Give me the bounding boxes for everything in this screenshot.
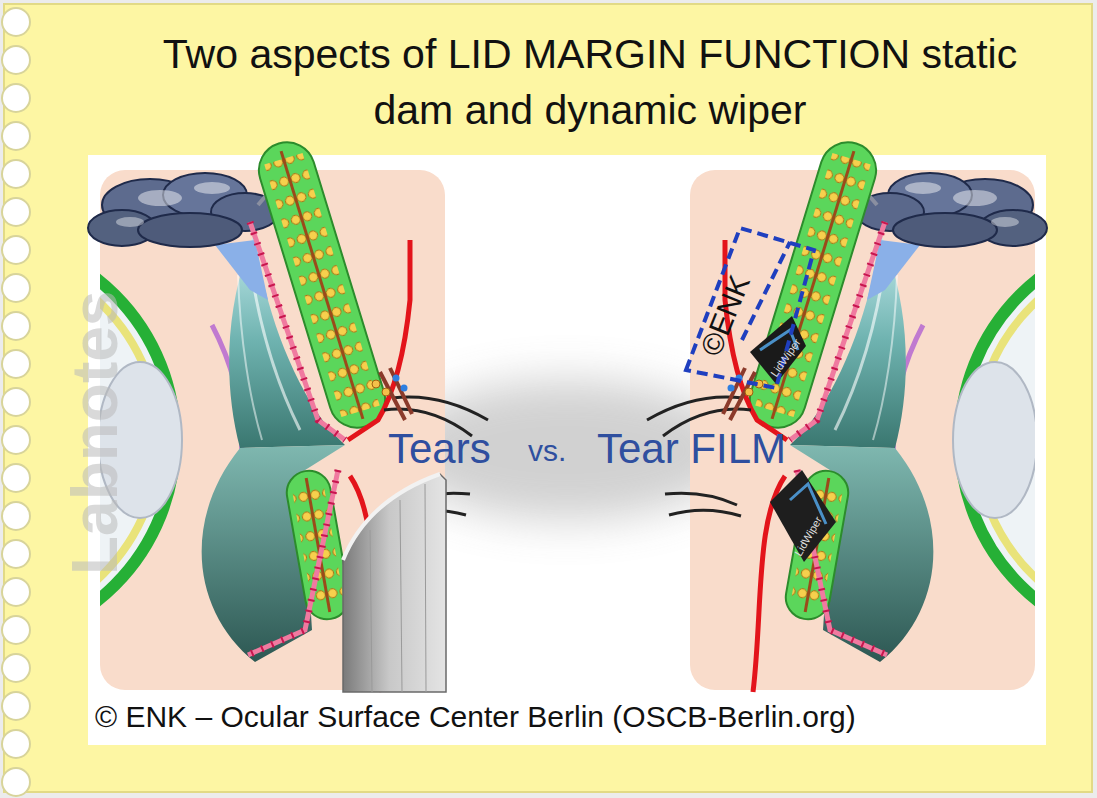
spiral-rings: [2, 274, 30, 302]
spiral-rings: [2, 350, 30, 378]
spiral-rings: [2, 578, 30, 606]
spiral-rings: [2, 464, 30, 492]
dynamic-wiper-side: [647, 135, 1097, 692]
wiper-label: LidWiper: [768, 336, 803, 378]
spiral-rings: [2, 388, 30, 416]
wiper-zone-bracket: [686, 228, 814, 388]
spiral-rings: [2, 46, 30, 74]
wiper-label: LidWiper: [792, 514, 824, 558]
copyright-mark: ©ENK: [694, 270, 757, 360]
spiral-rings: [2, 160, 30, 188]
wiper-zone-bracket: [686, 228, 814, 388]
dam: [370, 484, 426, 692]
spiral-rings: [2, 616, 30, 644]
spiral-rings: [2, 122, 30, 150]
dam: [343, 474, 446, 692]
tears-label: Tears: [388, 425, 491, 473]
spiral-rings: [2, 312, 30, 340]
spiral-rings: [2, 426, 30, 454]
spiral-rings: [2, 8, 30, 796]
versus-label: vs.: [528, 434, 566, 468]
spiral-rings: [2, 502, 30, 530]
spiral-rings: [2, 654, 30, 682]
watermark: Labnotes: [58, 291, 132, 575]
spiral-rings: [2, 768, 30, 796]
spiral-rings: [2, 8, 30, 36]
lid-wiper: [770, 470, 836, 562]
copyright-caption: © ENK – Ocular Surface Center Berlin (OS…: [95, 700, 856, 734]
lid-wiper: [750, 316, 806, 384]
static-dam-side: [0, 135, 488, 692]
spiral-rings: [2, 84, 30, 112]
spiral-rings: [2, 692, 30, 720]
spiral-rings: [2, 540, 30, 568]
slide-title: Two aspects of LID MARGIN FUNCTION stati…: [150, 26, 1030, 138]
spiral-rings: [2, 730, 30, 758]
dam: [343, 474, 446, 692]
spiral-rings: [2, 236, 30, 264]
tear-film-label: Tear FILM: [597, 425, 786, 473]
spiral-rings: [2, 198, 30, 226]
